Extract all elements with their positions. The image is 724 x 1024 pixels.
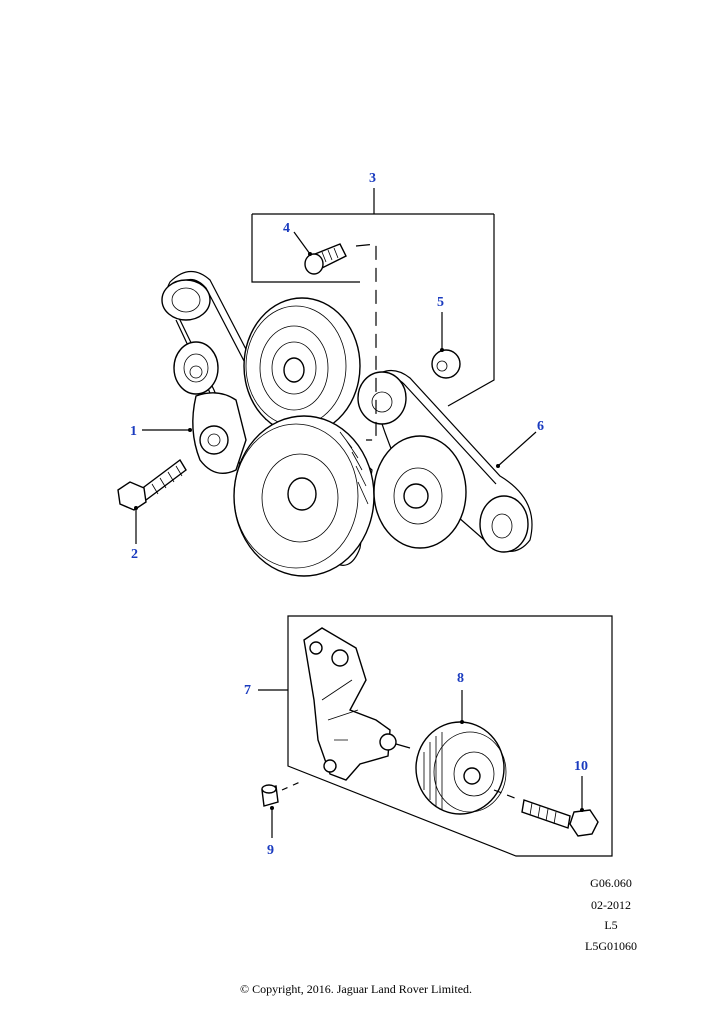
water-pump-pulley xyxy=(373,435,467,549)
callout-bracket-7 xyxy=(258,615,613,857)
callout-9: 9 xyxy=(267,843,274,858)
callout-8: 8 xyxy=(457,671,464,686)
callout-10: 10 xyxy=(574,759,588,774)
idler-pulley-middle xyxy=(357,371,407,425)
bolt-2 xyxy=(117,458,187,511)
callout-4: 4 xyxy=(283,221,290,236)
belt-tensioner xyxy=(173,341,247,474)
alternator-pulley xyxy=(243,297,361,435)
diagram-ref: L5G01060 xyxy=(585,939,637,953)
callout-3: 3 xyxy=(369,171,376,186)
idler-pulley-top xyxy=(161,279,211,321)
leader-lines xyxy=(134,231,537,544)
callout-1: 1 xyxy=(130,424,137,439)
callout-bracket-3 xyxy=(251,188,495,407)
spacer-5 xyxy=(431,312,461,379)
copyright-notice: © Copyright, 2016. Jaguar Land Rover Lim… xyxy=(239,982,473,996)
diagram-model: L5 xyxy=(604,918,618,932)
diagram-code: G06.060 xyxy=(590,876,632,890)
bolt-4 xyxy=(304,243,377,441)
idler-pulley-8 xyxy=(415,690,507,815)
sleeve-9 xyxy=(261,781,301,838)
diagram-date: 02-2012 xyxy=(591,898,631,912)
idler-pulley-right xyxy=(479,495,529,553)
callout-6: 6 xyxy=(537,419,544,434)
mounting-bracket-7 xyxy=(303,627,411,781)
crankshaft-pulley xyxy=(233,415,375,577)
callout-7: 7 xyxy=(244,683,251,698)
callout-2: 2 xyxy=(131,547,138,562)
bolt-10 xyxy=(493,776,599,837)
callout-5: 5 xyxy=(437,295,444,310)
